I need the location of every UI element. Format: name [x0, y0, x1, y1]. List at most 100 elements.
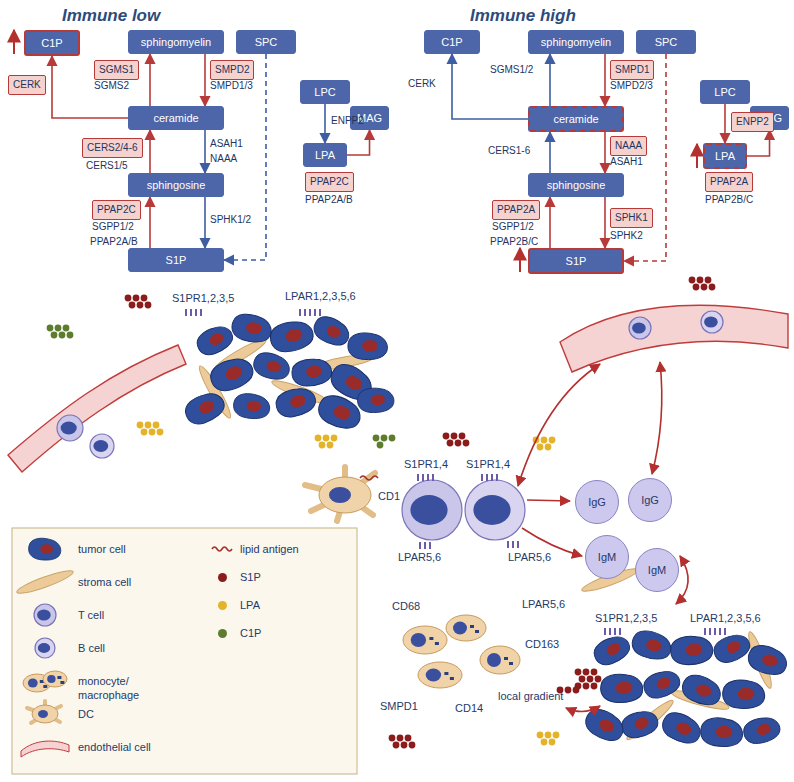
receptor [195, 309, 197, 316]
tumor-cell [29, 538, 61, 560]
pathway-arrow [204, 54, 206, 106]
node-text: C1P [32, 35, 72, 51]
pathway-arrow [149, 197, 151, 248]
interaction-arrow [518, 364, 600, 486]
lipid-dot [545, 444, 552, 451]
legend-text: endothelial cell [78, 740, 151, 754]
node-text: sphingomyelin [535, 34, 617, 50]
node-text: PPAP2C [310, 175, 349, 189]
enzyme-label: SGMS1/2 [490, 64, 533, 76]
receptor [496, 474, 498, 481]
node-text: sphingosine [135, 177, 217, 193]
pathway-arrow [724, 104, 726, 143]
panel-title: Immune high [470, 6, 576, 26]
receptor [185, 309, 187, 316]
node-text: PPAP2C [97, 203, 136, 217]
stroma-cell [15, 567, 75, 597]
enzyme-label: CERK [408, 78, 436, 90]
antibody-circle: IgM [635, 548, 679, 592]
enzyme-label: PPAP2A/B [90, 236, 138, 248]
metabolite-box: C1P [424, 30, 480, 54]
pathway-arrow [324, 104, 326, 143]
pathway-arrow [452, 54, 528, 119]
pathway-arrow [149, 54, 151, 106]
lipid-dot [327, 442, 334, 449]
macrophage [480, 646, 520, 674]
pathway-arrow [747, 130, 770, 156]
tumor-cell [679, 672, 724, 709]
lipid-dot [553, 732, 560, 739]
tumor-cell [193, 321, 237, 360]
marker-label: LPAR5,6 [508, 551, 551, 564]
pathway-arrow [149, 130, 151, 173]
tumor-cell [206, 352, 257, 396]
node-text: SMPD1 [615, 63, 649, 77]
lipid-dot [389, 735, 396, 742]
receptor [486, 474, 488, 481]
immune-cell [465, 480, 525, 540]
tumor-cell [710, 629, 753, 667]
receptor [609, 628, 611, 635]
tumor-cell [745, 642, 789, 677]
dendritic-cell [32, 705, 58, 723]
tumor-cell [722, 679, 765, 709]
tumor-cell [251, 350, 292, 382]
receptor [614, 628, 616, 635]
receptor [314, 309, 316, 316]
lipid-dot [549, 739, 556, 746]
node-text: IgM [648, 564, 666, 576]
lipid-dot [51, 332, 58, 339]
tumor-cell [640, 666, 683, 703]
lipid-dot [377, 442, 384, 449]
macrophage [403, 626, 447, 654]
lipid-dot [537, 444, 544, 451]
enzyme-label: SMPD1/3 [210, 80, 253, 92]
increase-arrow [519, 248, 521, 272]
metabolite-box: LPC [300, 80, 350, 104]
endothelial-cell [21, 741, 69, 757]
lipid-dot [709, 284, 716, 291]
immune-cell [57, 415, 83, 441]
tumor-cell [700, 718, 742, 747]
node-text: SPHK1 [615, 211, 648, 225]
enzyme-box: SPHK1 [610, 208, 653, 228]
marker-label: CD1 [378, 490, 400, 503]
lipid-dot [693, 284, 700, 291]
legend-text: monocyte/ macrophage [78, 674, 158, 702]
marker-label: LPAR1,2,3,5,6 [285, 290, 356, 303]
lipid-dot [575, 669, 582, 676]
legend-text: DC [78, 707, 94, 721]
interaction-arrow [527, 500, 570, 501]
lipid-dot [443, 433, 450, 440]
receptor [417, 474, 419, 481]
pathway-arrow [549, 132, 551, 173]
lipid-dot [579, 676, 586, 683]
dendritic-cell [305, 467, 375, 521]
antibody-circle: IgM [585, 535, 629, 579]
lipid-dot [137, 302, 144, 309]
lipid-dot [153, 422, 160, 429]
enzyme-label: SPHK1/2 [210, 214, 251, 226]
lipid-dot [141, 429, 148, 436]
immune-cell [701, 311, 723, 333]
receptor [619, 628, 621, 635]
enzyme-box: SGMS1 [94, 60, 139, 80]
enzyme-box: CERS2/4-6 [82, 138, 143, 158]
tumor-cell [356, 386, 395, 414]
receptor [719, 628, 721, 635]
lipid-dot [405, 735, 412, 742]
node-text: S1P [536, 253, 616, 269]
lipid-dot [133, 295, 140, 302]
lipid-dot [541, 739, 548, 746]
lipid-dot [137, 422, 144, 429]
marker-label: CD163 [525, 638, 559, 651]
increase-arrow [13, 30, 15, 54]
lipid-dot [545, 732, 552, 739]
legend-text: LPA [240, 598, 260, 612]
node-text: SGMS1 [99, 63, 134, 77]
lipid-dot [393, 742, 400, 749]
tumor-cell [659, 709, 705, 747]
lipid-dot [573, 687, 580, 694]
tumor-cell [741, 713, 783, 748]
metabolite-box: SPC [236, 30, 296, 54]
